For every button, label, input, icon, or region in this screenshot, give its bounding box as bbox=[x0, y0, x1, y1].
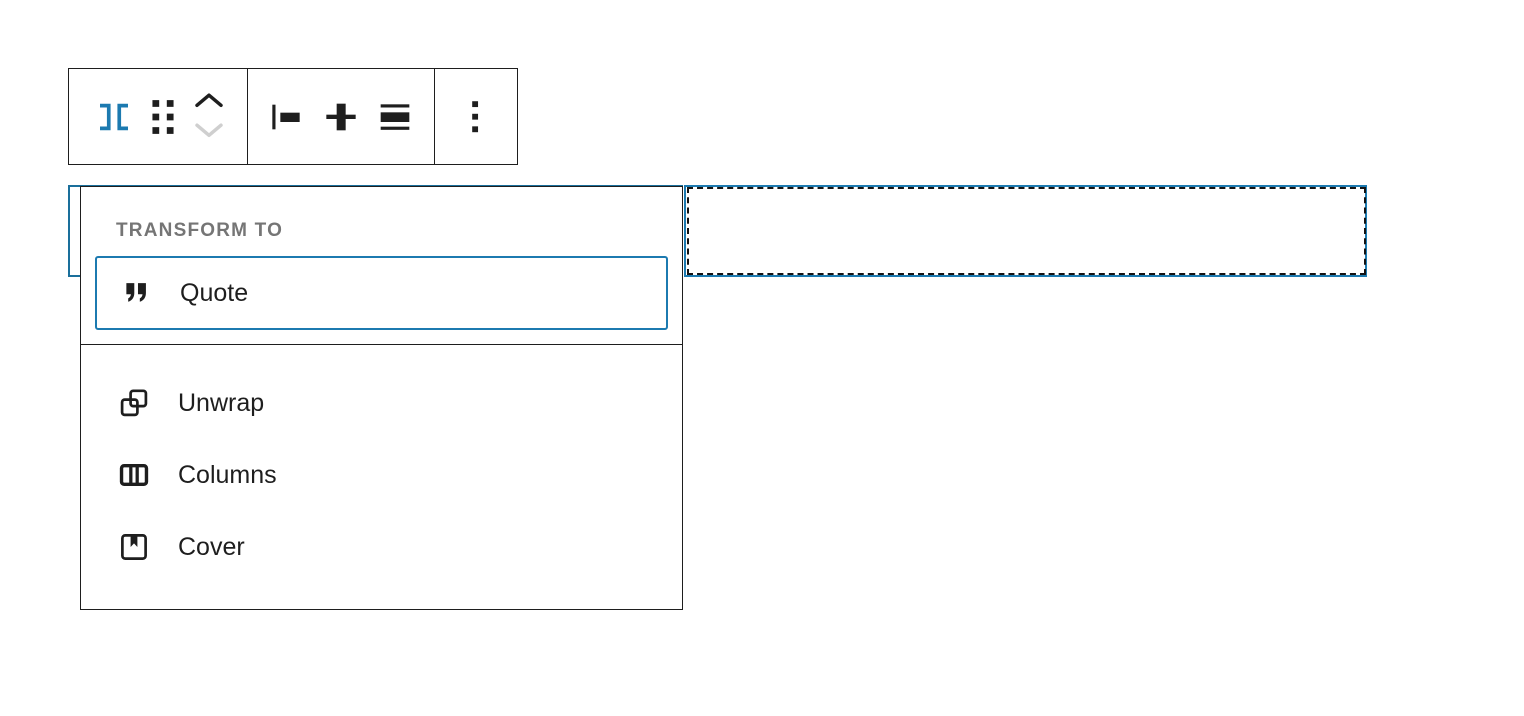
drag-handle-icon bbox=[150, 98, 176, 136]
columns-icon bbox=[116, 457, 152, 493]
menu-item-columns-label: Columns bbox=[178, 460, 277, 489]
align-justify-button[interactable] bbox=[368, 81, 422, 153]
quote-icon bbox=[118, 275, 154, 311]
chevron-down-icon bbox=[193, 120, 225, 143]
align-justify-icon bbox=[375, 97, 415, 137]
other-options-list: Unwrap Columns bbox=[81, 367, 682, 583]
transform-to-section: TRANSFORM TO Quote bbox=[81, 187, 682, 344]
menu-item-columns[interactable]: Columns bbox=[81, 439, 682, 511]
block-toolbar bbox=[68, 68, 518, 165]
other-options-section: Unwrap Columns bbox=[81, 345, 682, 609]
drag-handle-button[interactable] bbox=[141, 81, 185, 153]
drop-indicator bbox=[687, 187, 1366, 275]
menu-item-cover[interactable]: Cover bbox=[81, 511, 682, 583]
menu-item-unwrap-label: Unwrap bbox=[178, 388, 265, 417]
align-center-icon bbox=[321, 97, 361, 137]
group-block-icon bbox=[93, 96, 135, 138]
block-mover bbox=[185, 79, 233, 155]
chevron-up-icon bbox=[193, 90, 225, 113]
menu-divider bbox=[81, 344, 682, 345]
transform-menu-popover: TRANSFORM TO Quote bbox=[80, 186, 683, 610]
cover-icon bbox=[116, 529, 152, 565]
menu-item-quote[interactable]: Quote bbox=[95, 256, 668, 330]
transform-options-list: Quote bbox=[81, 256, 682, 330]
move-down-button[interactable] bbox=[189, 119, 229, 145]
menu-item-unwrap[interactable]: Unwrap bbox=[81, 367, 682, 439]
toolbar-group-alignment bbox=[247, 69, 434, 164]
toolbar-group-options bbox=[434, 69, 517, 164]
move-up-button[interactable] bbox=[189, 89, 229, 115]
align-center-button[interactable] bbox=[314, 81, 368, 153]
menu-item-quote-label: Quote bbox=[180, 278, 249, 307]
align-left-button[interactable] bbox=[260, 81, 314, 153]
transform-to-heading: TRANSFORM TO bbox=[116, 220, 284, 241]
more-options-button[interactable] bbox=[449, 81, 503, 153]
unwrap-icon bbox=[116, 385, 152, 421]
menu-item-cover-label: Cover bbox=[178, 532, 245, 561]
more-vertical-icon bbox=[465, 98, 487, 136]
block-type-group-button[interactable] bbox=[87, 81, 141, 153]
selected-block-right[interactable] bbox=[684, 185, 1367, 277]
align-left-icon bbox=[267, 97, 307, 137]
toolbar-group-block-controls bbox=[69, 69, 247, 164]
